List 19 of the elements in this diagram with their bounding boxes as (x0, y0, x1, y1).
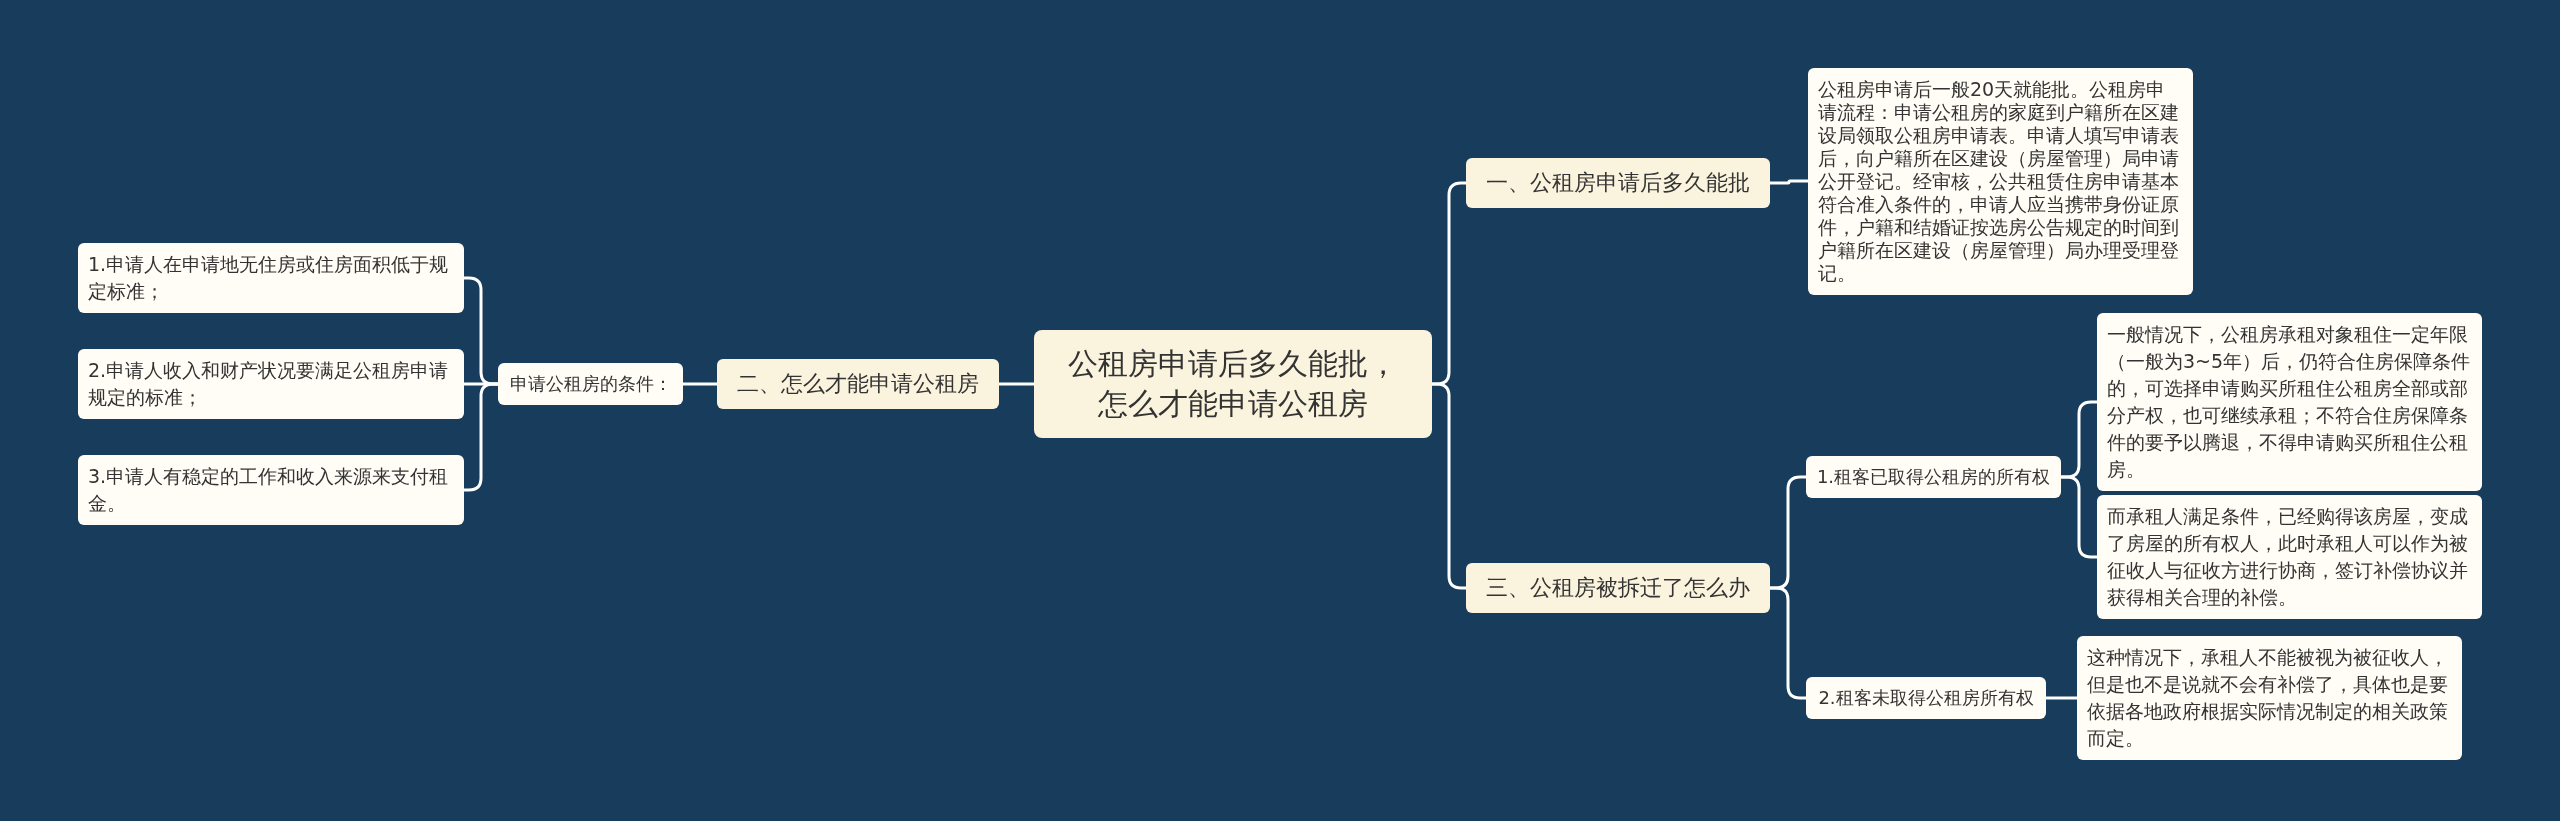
note-box: 公租房申请后一般20天就能批。公租房申请流程：申请公租房的家庭到户籍所在区建设局领取公租房申请表。申请人填写申请表后，向户籍所在区建设（房屋管理）局申请公开登记。经审核，公共租赁住房申请基本符合准入条件的，申请人应当携带身份证原件，户籍和结婚证按选房公告规定的时间到户籍所在区建设（房屋管理）局办理受理登记。 (1808, 67, 2193, 295)
subtopic-box: 申请公租房的条件： (498, 363, 683, 405)
note-box: 1.申请人在申请地无住房或住房面积低于规定标准； (78, 243, 464, 313)
note-box: 2.申请人收入和财产状况要满足公租房申请规定的标准； (78, 349, 464, 419)
note-box: 这种情况下，承租人不能被视为被征收人，但是也不是说就不会有补偿了，具体也是要依据各地政府根据实际情况制定的相关政策而定。 (2077, 636, 2462, 760)
topic-box: 公租房申请后多久能批，怎么才能申请公租房 (1034, 330, 1432, 438)
connector-line (999, 382, 1034, 386)
branch-box: 二、怎么才能申请公租房 (717, 359, 999, 409)
connector-line (1770, 179, 1808, 185)
note-box: 而承租人满足条件，已经购得该房屋，变成了房屋的所有权人，此时承租人可以作为被征收人与征收方进行协商，签订补偿协议并获得相关合理的补偿。 (2097, 495, 2482, 619)
note-box: 3.申请人有稳定的工作和收入来源来支付租金。 (78, 455, 464, 525)
subtopic-box: 1.租客已取得公租房的所有权 (1806, 456, 2061, 498)
note-box: 一般情况下，公租房承租对象租住一定年限（一般为3~5年）后，仍符合住房保障条件的，可选择申请购买所租住公租房全部或部分产权，也可继续承租；不符合住房保障条件的要予以腾退，不得申请购买所租住公租房。 (2097, 313, 2482, 491)
connector-line (2061, 475, 2097, 559)
subtopic-box: 2.租客未取得公租房所有权 (1806, 677, 2046, 719)
branch-box: 三、公租房被拆迁了怎么办 (1466, 563, 1770, 613)
connector-line (2046, 696, 2077, 700)
connector-line (683, 382, 717, 386)
branch-box: 一、公租房申请后多久能批 (1466, 158, 1770, 208)
